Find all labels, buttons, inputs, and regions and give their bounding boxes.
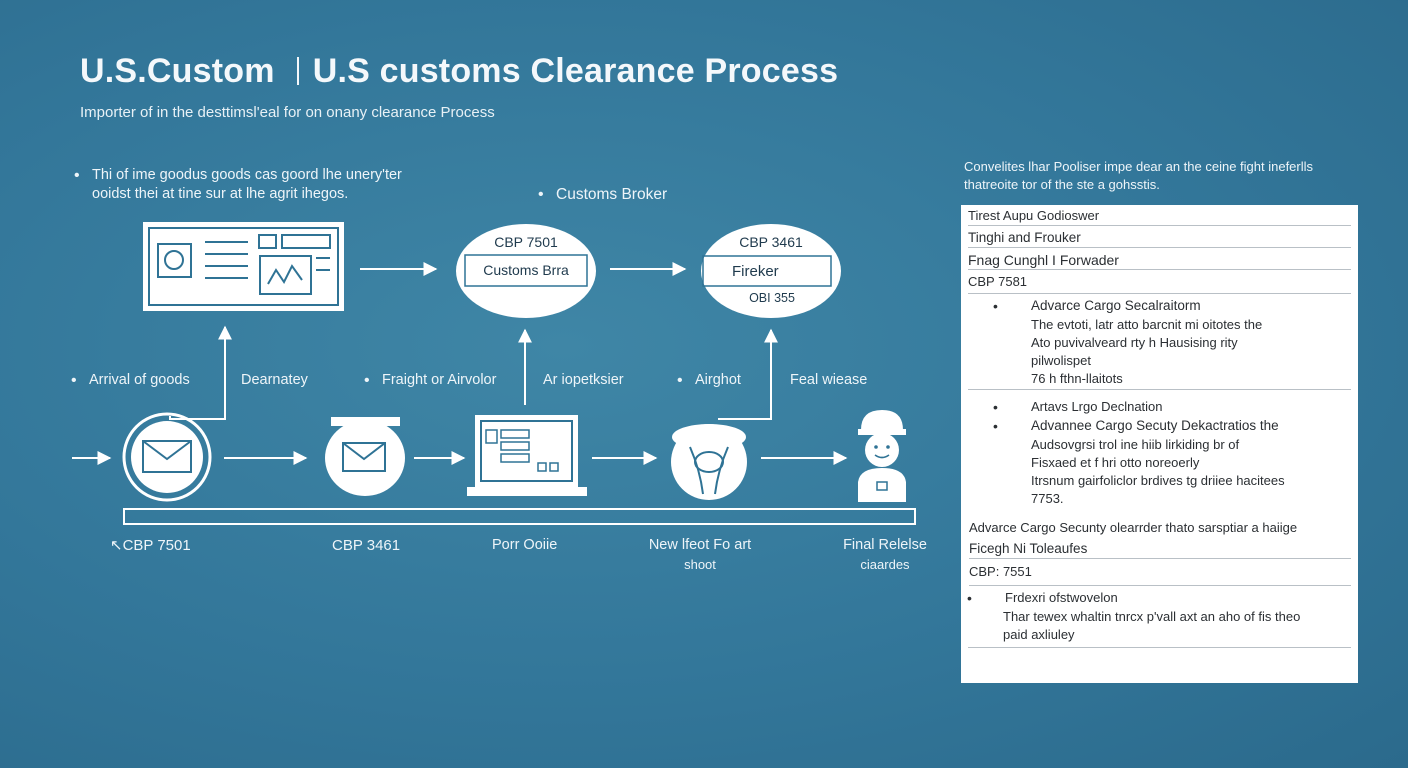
note-top-left-line1: Thi of ime goodus goods cas goord lhe un… xyxy=(92,167,402,183)
title-separator xyxy=(296,57,299,85)
label-cbp-7501: ↖CBP 7501 xyxy=(110,536,191,555)
panel-bullet-4-line1: Thar tewex whaltin tnrcx p'vall axt an a… xyxy=(1003,609,1301,624)
panel-divider-1 xyxy=(968,389,1351,390)
panel-row-2: Tinghi and Frouker xyxy=(968,229,1351,248)
label-final-release-line2: ciaardes xyxy=(860,557,910,572)
oval1-top-label: CBP 7501 xyxy=(494,234,558,250)
panel-bullet-1-line1: The evtoti, latr atto barcnit mi oitotes… xyxy=(1031,317,1263,332)
panel-bullet-3-title: Advannee Cargo Secuty Dekactratios the xyxy=(993,417,1279,435)
customs-officer-icon xyxy=(858,410,906,502)
label-new-freight-line1: New lfeot Fo art xyxy=(648,537,752,553)
laptop-icon xyxy=(467,415,587,496)
details-panel: Tirest Aupu Godioswer Tinghi and Frouker… xyxy=(961,205,1358,683)
label-airghot: Airghot xyxy=(677,371,741,390)
panel-row-4: CBP 7581 xyxy=(968,273,1351,294)
oval-cbp7501 xyxy=(456,224,596,318)
document-card-icon xyxy=(143,222,344,311)
panel-bullet-3-line3: Itrsnum gairfoliclor brdives tg driiee h… xyxy=(1031,473,1285,488)
hook-icon: ↖ xyxy=(110,537,123,554)
note-top-left-line2: ooidst thei at tine sur at lhe agrit ihe… xyxy=(92,186,349,202)
panel-divider-2 xyxy=(968,647,1351,648)
panel-bullet-3-line4: 7753. xyxy=(1031,491,1064,506)
panel-intro: Convelites lhar Pooliser impe dear an th… xyxy=(964,158,1313,194)
panel-bullet-4-line2: paid axliuley xyxy=(1003,627,1075,642)
title-right: U.S customs Clearance Process xyxy=(312,52,839,90)
label-freight-or-air: Fraight or Airvolor xyxy=(364,371,497,390)
oval2-box-label: Fireker xyxy=(732,263,779,280)
label-dearnatey: Dearnatey xyxy=(241,372,308,388)
label-cbp-7501-text: CBP 7501 xyxy=(122,537,191,554)
panel-bullet-1-line2: Ato puvivalveard rty h Hausising rity xyxy=(1031,335,1238,350)
panel-bullet-1-line4: 76 h fthn-llaitots xyxy=(1031,371,1123,386)
label-porr-ooiie: Porr Ooiie xyxy=(492,537,558,553)
customs-broker-label: Customs Broker xyxy=(538,185,667,204)
label-final-release-line1: Final Relelse xyxy=(843,537,927,553)
panel-bullet-3-line2: Fisxaed et f hri otto noreoerly xyxy=(1031,455,1200,470)
oval-cbp3461 xyxy=(701,224,841,318)
panel-row-3: Fnag Cunghl I Forwader xyxy=(968,251,1351,270)
mail-circle-icon xyxy=(122,412,212,502)
title-left: U.S.Custom xyxy=(80,52,275,90)
page-subtitle: Importer of in the desttimsl'eal for on … xyxy=(80,104,495,121)
panel-row-6: Ficegh Ni Toleaufes xyxy=(969,540,1351,559)
oval2-top-label: CBP 3461 xyxy=(739,234,803,250)
oval2-bottom-label: OBI 355 xyxy=(749,291,795,305)
panel-bullet-4-title: Frdexri ofstwovelon xyxy=(967,589,1118,607)
panel-row-7: CBP: 7551 xyxy=(969,563,1351,586)
cargo-parachute-icon xyxy=(671,424,747,500)
label-cbp-3461: CBP 3461 xyxy=(332,537,401,554)
panel-row-5: Advarce Cargo Secunty olearrder thato sa… xyxy=(969,520,1298,535)
mail-drum-icon xyxy=(325,417,405,496)
panel-intro-line2: thatreoite tor of the ste a gohsstis. xyxy=(964,177,1160,192)
note-top-left: Thi of ime goodus goods cas goord lhe un… xyxy=(74,166,402,204)
label-airport-ksier: Ar iopetksier xyxy=(543,372,624,388)
label-arrival-of-goods: Arrival of goods xyxy=(71,371,190,390)
panel-bullet-3-line1: Audsovgrsi trol ine hiib lirkiding br of xyxy=(1031,437,1240,452)
oval1-box-label: Customs Brra xyxy=(483,262,569,278)
panel-bullet-1-line3: pilwolispet xyxy=(1031,353,1091,368)
label-feal-wiease: Feal wiease xyxy=(790,372,868,388)
label-new-freight: New lfeot Fo art shoot xyxy=(640,536,760,574)
panel-intro-line1: Convelites lhar Pooliser impe dear an th… xyxy=(964,159,1314,174)
page-title: U.S.Custom U.S customs Clearance Process xyxy=(80,52,838,91)
label-new-freight-line2: shoot xyxy=(684,557,716,572)
panel-row-1: Tirest Aupu Godioswer xyxy=(968,207,1351,226)
panel-bullet-1-title: Advarce Cargo Secalraitorm xyxy=(993,297,1200,315)
panel-bullet-2-title: Artavs Lrgo Declnation xyxy=(993,398,1162,416)
label-final-release: Final Relelse ciaardes xyxy=(834,536,936,574)
